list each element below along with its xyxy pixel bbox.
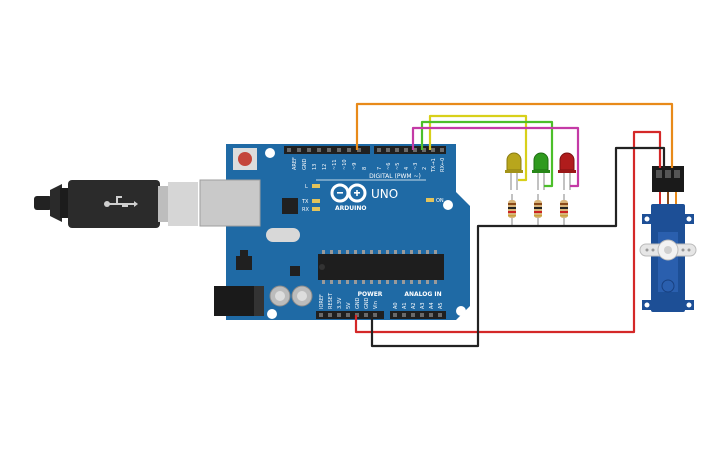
analog-label: ANALOG IN	[404, 291, 441, 298]
usb-connector-metal	[168, 182, 198, 226]
digital-header-right	[374, 146, 446, 154]
orange-wire[interactable]	[355, 102, 674, 168]
red-wire[interactable]	[354, 130, 662, 334]
resistor[interactable]	[508, 194, 516, 226]
pin-label: ~3	[413, 163, 419, 170]
mounting-hole	[443, 200, 453, 210]
pin-label: ~10	[342, 159, 348, 170]
servo-horn	[639, 239, 697, 261]
usb-chip	[282, 198, 298, 214]
pin-label: RESET	[328, 292, 334, 309]
l-led	[312, 184, 320, 188]
board-name: UNO	[371, 187, 398, 201]
pin-label: A4	[429, 302, 435, 309]
micro-servo[interactable]	[639, 166, 697, 312]
pin-label: GND	[302, 158, 308, 170]
pin-label: A1	[402, 302, 408, 309]
mounting-hole	[456, 306, 466, 316]
pin-label: IOREF	[319, 294, 325, 309]
pin-label: ~9	[352, 163, 358, 170]
pin-label: AREF	[292, 157, 298, 170]
rx-led-label: RX	[302, 207, 309, 213]
rx-led	[312, 207, 320, 211]
usb-strain-relief	[50, 184, 62, 222]
usb-cable-end	[34, 196, 52, 210]
green-wire[interactable]	[420, 120, 554, 188]
tx-led	[312, 199, 320, 203]
pin-label: A0	[393, 302, 399, 309]
mounting-hole	[267, 309, 277, 319]
resistor[interactable]	[534, 194, 542, 226]
pin-label: GND	[355, 297, 361, 309]
on-led	[426, 198, 434, 202]
yellow-led[interactable]	[505, 152, 523, 190]
power-pin-labels: IOREF RESET 3.3V 5V GND GND Vin	[319, 292, 379, 309]
crystal	[266, 228, 300, 242]
pin-label: TX→1	[431, 158, 437, 173]
pin-label: 2	[422, 167, 428, 170]
pin-label: 13	[312, 164, 318, 170]
usb-b-jack	[199, 179, 261, 227]
tx-led-label: TX	[301, 199, 309, 205]
mounting-hole	[265, 148, 275, 158]
pin-label: RX←0	[440, 158, 446, 172]
analog-header	[390, 311, 446, 319]
digital-header-label: DIGITAL (PWM ~)	[369, 173, 421, 180]
regulator	[236, 256, 252, 270]
pin-label: 4	[404, 167, 410, 170]
pin-label: A3	[420, 302, 426, 309]
pin-label: ~5	[395, 163, 401, 170]
small-chip	[290, 266, 300, 276]
resistor-group	[508, 194, 568, 226]
pin-label: 12	[322, 164, 328, 170]
magenta-wire[interactable]	[411, 126, 580, 188]
led-group	[505, 152, 576, 190]
resistor[interactable]	[560, 194, 568, 226]
servo-connector	[652, 166, 684, 192]
usb-cable	[34, 180, 198, 228]
black-wire[interactable]	[370, 146, 666, 348]
green-led[interactable]	[532, 152, 550, 190]
servo-mount-top	[642, 214, 694, 224]
arduino-uno-board: AREF GND 13 12 ~11 ~10 ~9 8 7 ~6 ~5 4 ~3…	[199, 144, 470, 320]
pin-label: Vin	[373, 301, 379, 309]
atmega-chip	[318, 254, 444, 280]
wires	[354, 102, 674, 348]
usb-icon	[104, 196, 138, 207]
digital-pin-labels: AREF GND 13 12 ~11 ~10 ~9 8 7 ~6 ~5 4 ~3…	[292, 157, 446, 173]
power-label: POWER	[358, 291, 383, 298]
pin-label: A5	[438, 302, 444, 309]
l-led-label: L	[305, 184, 308, 190]
pin-label: 3.3V	[337, 297, 343, 309]
servo-mount-bottom	[642, 300, 694, 310]
pin-label: GND	[364, 297, 370, 309]
power-jack	[214, 286, 260, 316]
pin-label: 5V	[346, 302, 352, 309]
arduino-logo	[330, 183, 367, 203]
pin-label: A2	[411, 302, 417, 309]
on-led-label: ON	[436, 198, 444, 204]
pin-label: 7	[377, 167, 383, 170]
analog-pin-labels: A0 A1 A2 A3 A4 A5	[393, 302, 444, 309]
red-led[interactable]	[558, 152, 576, 190]
board-brand: ARDUINO	[335, 205, 366, 212]
pin-label: ~6	[386, 163, 392, 170]
pin-label: ~11	[332, 159, 338, 170]
pin-label: 8	[362, 167, 368, 170]
